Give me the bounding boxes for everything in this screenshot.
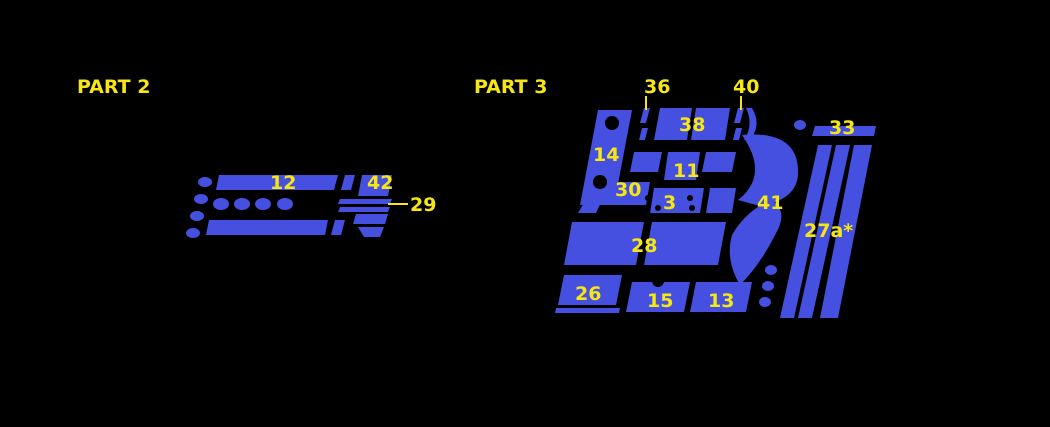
part3-dot — [759, 297, 771, 307]
part3-piece-11-right — [702, 152, 736, 172]
part3-label-36: 36 — [644, 76, 670, 98]
part3-label-28: 28 — [631, 235, 657, 257]
part2-dot — [198, 177, 212, 187]
part2-piece-42 — [358, 175, 392, 196]
part3-hole — [605, 116, 619, 130]
part3-label-40: 40 — [733, 76, 759, 98]
part3-label-26: 26 — [575, 283, 601, 305]
part3-piece-27a-stripe — [780, 145, 832, 318]
part2-dot — [190, 211, 204, 221]
part3-hole — [655, 205, 661, 211]
part2-dot — [186, 228, 200, 238]
part2-dot — [194, 194, 208, 204]
part3-hole — [645, 195, 651, 201]
part2-label-29: 29 — [410, 194, 436, 216]
part3-piece-27a-stripe — [798, 145, 850, 318]
part3-piece-26 — [558, 275, 622, 305]
part3-group — [555, 108, 876, 318]
part3-piece-26-strip — [555, 308, 620, 313]
part3-label-15: 15 — [647, 290, 673, 312]
part2-piece-12-top-strip — [216, 175, 338, 190]
part3-dot — [794, 120, 806, 130]
part3-piece-41-lower — [729, 200, 782, 285]
part3-piece-13 — [690, 282, 752, 312]
part2-piece-42-strip — [338, 199, 392, 204]
part3-piece-28-right — [644, 222, 726, 265]
part3-piece-15 — [626, 282, 690, 312]
part3-piece-41 — [738, 134, 799, 206]
part3-hole — [593, 175, 607, 189]
part3-label-13: 13 — [708, 290, 734, 312]
part2-label-42: 42 — [367, 172, 393, 194]
part2-piece-42-strip — [338, 207, 390, 212]
part2-oval — [277, 198, 293, 210]
part3-label-30: 30 — [615, 179, 641, 201]
part3-title: PART 3 — [474, 76, 547, 98]
part2-group — [186, 175, 392, 238]
part2-label-12: 12 — [270, 172, 296, 194]
part3-label-33: 33 — [829, 117, 855, 139]
part3-hole — [652, 275, 664, 287]
part3-label-38: 38 — [679, 114, 705, 136]
part3-left-wedge — [578, 196, 604, 213]
part3-piece-36 — [640, 108, 650, 123]
part2-piece-42-base — [353, 214, 388, 224]
part2-oval — [255, 198, 271, 210]
part3-label-3: 3 — [663, 192, 676, 214]
part3-piece-38-left — [654, 108, 692, 140]
part3-label-41: 41 — [757, 192, 783, 214]
part3-piece-38-right — [691, 108, 730, 140]
part3-piece-36b — [639, 128, 648, 140]
part2-bottom-strip — [206, 220, 328, 235]
part3-curved-piece — [744, 108, 757, 140]
part3-piece-40 — [734, 108, 744, 123]
part3-label-11: 11 — [673, 160, 699, 182]
part3-dot — [765, 265, 777, 275]
part2-tab — [341, 175, 355, 190]
part3-piece-11-left — [630, 152, 662, 172]
part3-piece-11-mid — [664, 152, 700, 180]
part2-piece-42-foot — [358, 227, 384, 237]
part3-piece-14 — [580, 110, 632, 205]
part3-label-14: 14 — [593, 144, 619, 166]
part3-piece-28-left — [564, 222, 644, 265]
part2-oval — [213, 198, 229, 210]
part2-oval — [234, 198, 250, 210]
part3-piece-33 — [812, 126, 876, 136]
part2-tab — [331, 220, 345, 235]
part3-label-27a: 27a* — [804, 220, 853, 242]
part3-hole — [689, 205, 695, 211]
part3-piece-40b — [733, 128, 742, 140]
part3-hole — [687, 195, 693, 201]
part3-dot — [762, 281, 774, 291]
part3-piece-27a-stripe — [820, 145, 872, 318]
part2-title: PART 2 — [77, 76, 150, 98]
part3-piece-3-right — [706, 188, 736, 213]
part3-piece-30 — [608, 182, 650, 205]
